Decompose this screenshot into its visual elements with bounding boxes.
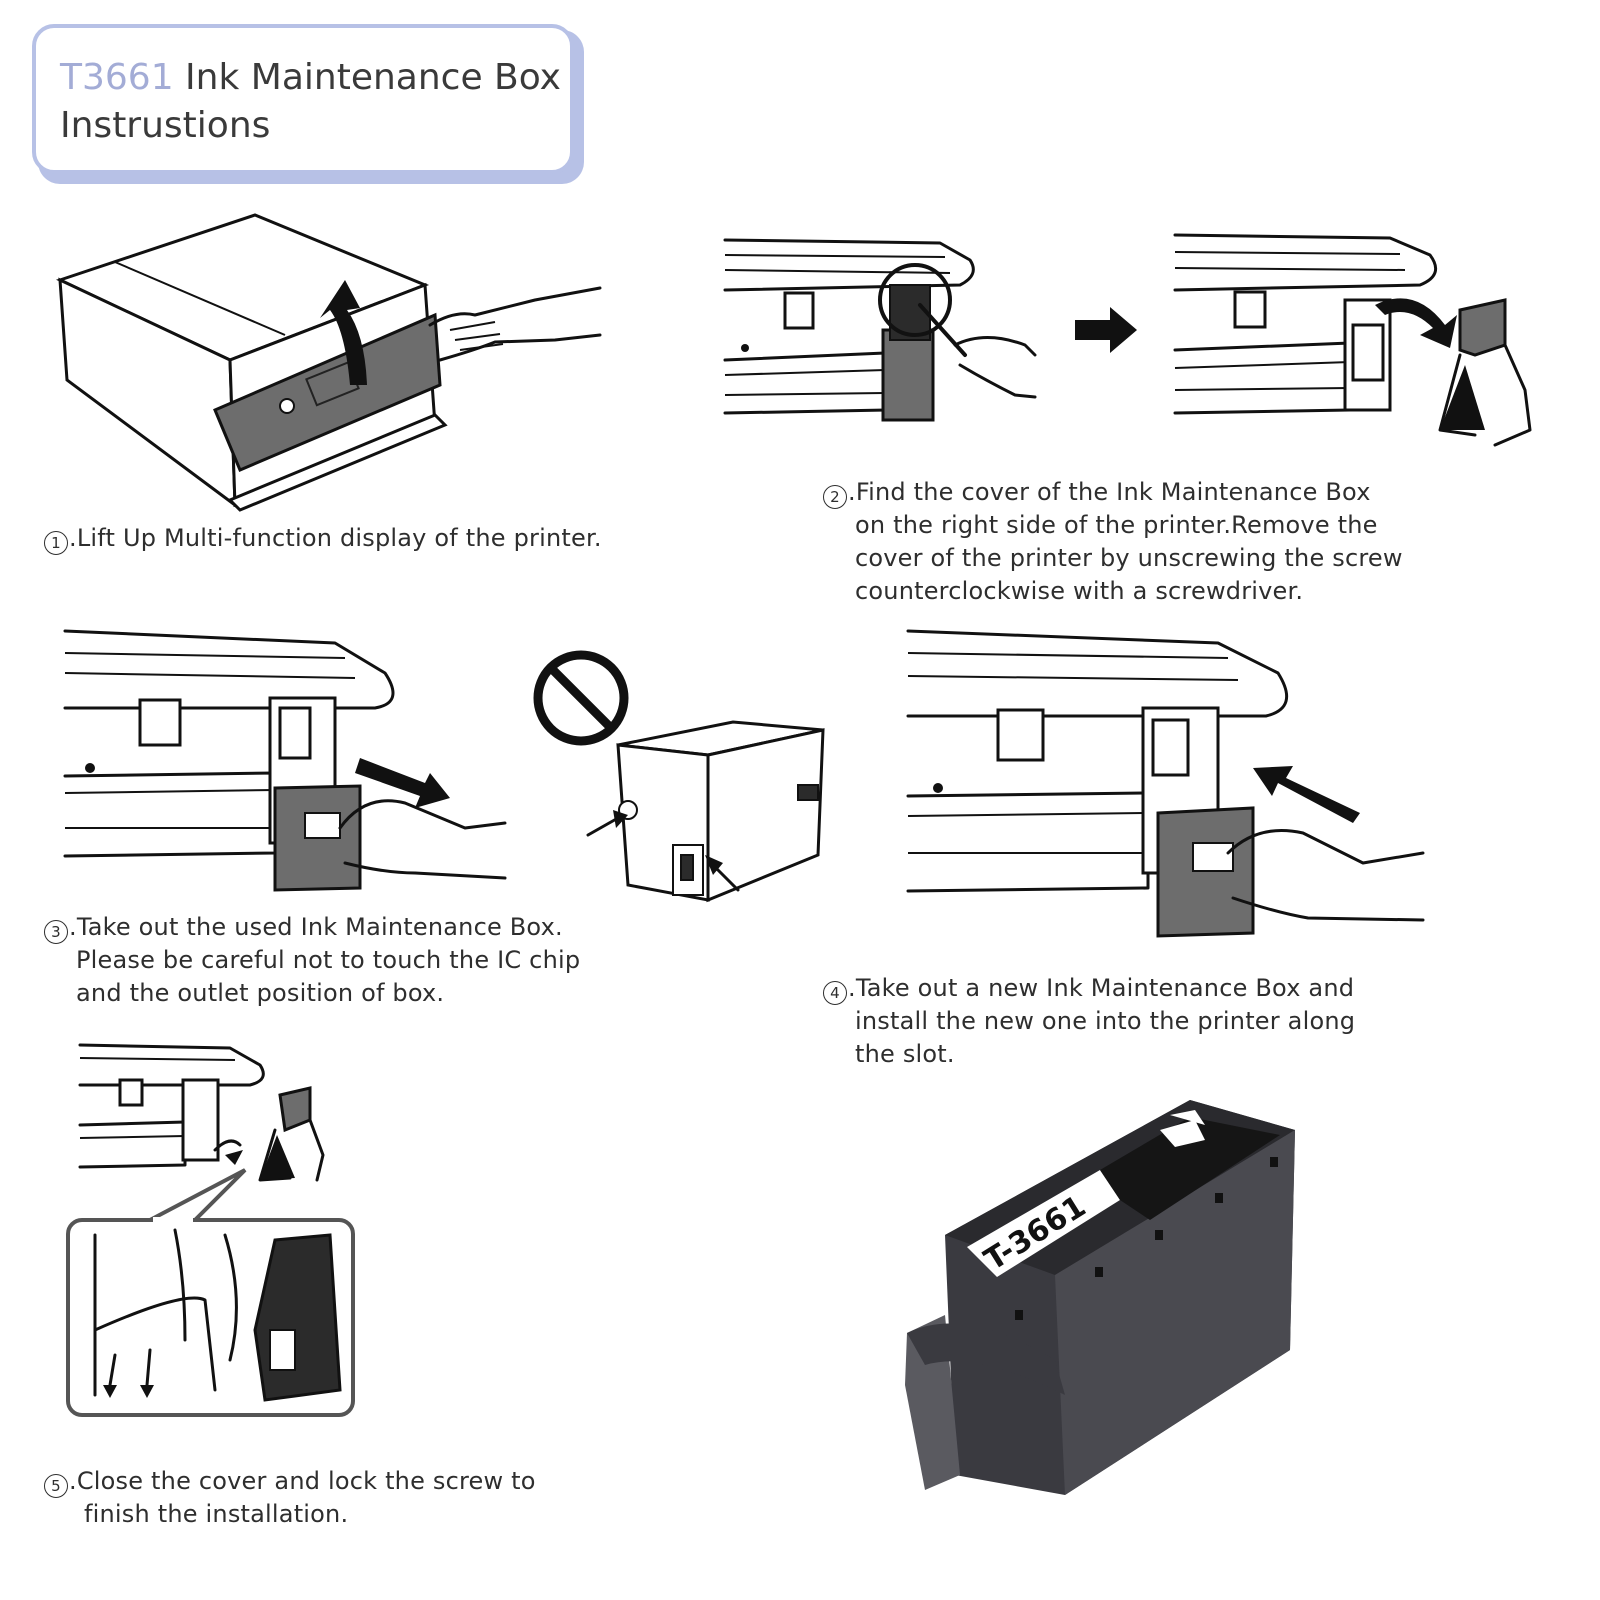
arrow-right-icon [1075,307,1137,353]
step-5-caption: 5.Close the cover and lock the screw to … [44,1465,536,1531]
step-2-line-2: on the right side of the printer.Remove … [855,511,1378,539]
step-4-line-3: the slot. [855,1040,955,1068]
step-4-number: 4 [823,981,847,1005]
step-2-illustration-a [723,238,1037,422]
step-3-number: 3 [44,920,68,944]
prohibition-illustration [533,650,825,903]
title-line-2: Instrustions [60,105,271,146]
title-text: Ink Maintenance Box [173,57,561,98]
step-2-line-4: counterclockwise with a screwdriver. [855,577,1304,605]
step-4-line-1: Take out a new Ink Maintenance Box and [855,974,1355,1002]
title-model: T3661 [60,57,174,98]
step-2-line-1: Find the cover of the Ink Maintenance Bo… [855,478,1371,506]
step-3-illustration [63,629,507,892]
step-3-line-1: Take out the used Ink Maintenance Box. [76,913,563,941]
step-2-number: 2 [823,485,847,509]
step-2-line-3: cover of the printer by unscrewing the s… [855,544,1403,572]
step-2-caption: 2.Find the cover of the Ink Maintenance … [823,476,1403,608]
step-1-illustration [55,213,602,512]
product-illustration: T-3661 [905,1100,1295,1495]
step-2-illustration-b [1173,233,1532,447]
step-4-caption: 4.Take out a new Ink Maintenance Box and… [823,972,1355,1071]
prohibition-icon [533,650,629,746]
step-3-line-2: Please be careful not to touch the IC ch… [76,946,581,974]
title-box: T3661 Ink Maintenance Box Instrustions [32,24,574,174]
step-3-caption: 3.Take out the used Ink Maintenance Box.… [44,911,580,1010]
step-3-line-3: and the outlet position of box. [76,979,445,1007]
step-1-caption: 1.Lift Up Multi-function display of the … [44,522,602,555]
step-4-illustration [906,629,1425,938]
title-line-1: T3661 Ink Maintenance Box [60,54,570,102]
step-1-line-1: Lift Up Multi-function display of the pr… [76,524,602,552]
step-5-illustration [66,1043,355,1417]
step-5-line-2: finish the installation. [84,1500,349,1528]
step-4-line-2: install the new one into the printer alo… [855,1007,1356,1035]
step-5-number: 5 [44,1474,68,1498]
step-5-line-1: Close the cover and lock the screw to [76,1467,536,1495]
step-1-number: 1 [44,531,68,555]
